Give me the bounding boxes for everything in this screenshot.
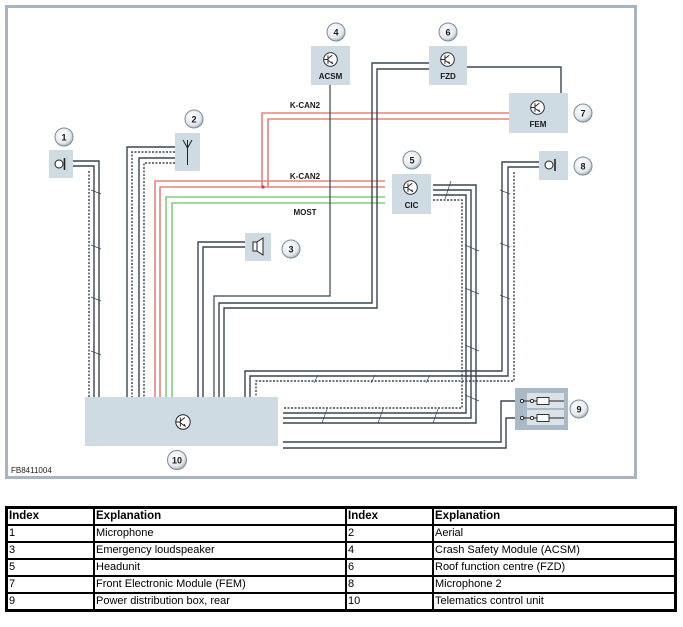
legend-table: Index Explanation Index Explanation 1 Mi… [5, 506, 677, 612]
loudspeaker-icon [252, 237, 264, 256]
cell-index: 2 [345, 524, 434, 543]
cell-index: 1 [5, 524, 95, 543]
cell-explanation: Headunit [93, 558, 347, 577]
legend-header-row: Index Explanation Index Explanation [5, 506, 677, 526]
component-fzd: FZD [429, 46, 467, 85]
badge-10: 10 [167, 450, 187, 470]
cell-explanation: Telematics control unit [432, 592, 677, 612]
figure-code: FB8411004 [11, 466, 52, 475]
svg-text:9: 9 [576, 405, 581, 415]
cell-index: 5 [5, 558, 95, 577]
twist-marks [90, 180, 511, 424]
header-index-2: Index [345, 506, 434, 526]
component-acsm: ACSM [311, 46, 350, 85]
badge-1: 1 [54, 127, 74, 147]
table-row: 3 Emergency loudspeaker 4 Crash Safety M… [5, 541, 677, 560]
most-label: MOST [293, 208, 316, 217]
header-explanation-1: Explanation [93, 506, 347, 526]
svg-text:8: 8 [580, 162, 585, 172]
badge-2: 2 [184, 109, 204, 129]
cell-index: 9 [5, 592, 95, 612]
table-row: 7 Front Electronic Module (FEM) 8 Microp… [5, 575, 677, 594]
microphone-icon [544, 159, 556, 171]
badge-8: 8 [573, 156, 593, 176]
svg-text:6: 6 [445, 28, 450, 38]
cell-explanation: Aerial [432, 524, 677, 543]
header-explanation-2: Explanation [432, 506, 677, 526]
svg-text:10: 10 [172, 456, 182, 466]
cell-index: 3 [5, 541, 95, 560]
svg-text:3: 3 [288, 245, 293, 255]
control-unit-icon [530, 100, 545, 115]
component-aerial [175, 133, 200, 171]
svg-text:2: 2 [191, 115, 196, 125]
component-loudspeaker [245, 233, 271, 261]
svg-text:4: 4 [333, 28, 338, 38]
control-unit-icon [440, 52, 455, 67]
wire-power-distribution [283, 400, 522, 449]
control-unit-icon [323, 52, 338, 67]
cic-label: CIC [405, 201, 419, 210]
component-microphone-1 [49, 150, 73, 178]
wiring-diagram: ACSM FZD FEM CIC [5, 5, 637, 479]
cell-explanation: Emergency loudspeaker [93, 541, 347, 560]
wire-aerial [126, 146, 175, 397]
fem-label: FEM [530, 120, 547, 129]
kcan2-label-upper: K-CAN2 [290, 101, 321, 110]
component-cic: CIC [392, 174, 431, 214]
cell-explanation: Crash Safety Module (ACSM) [432, 541, 677, 560]
cell-index: 10 [345, 592, 434, 612]
kcan2-bus-upper [261, 112, 510, 187]
table-row: 9 Power distribution box, rear 10 Telema… [5, 592, 677, 612]
control-unit-icon [175, 414, 191, 430]
cell-explanation: Microphone 2 [432, 575, 677, 594]
index-badges: 1 2 3 4 5 6 7 8 9 10 [54, 22, 593, 470]
svg-text:7: 7 [580, 109, 585, 119]
badge-7: 7 [573, 103, 593, 123]
kcan2-label-middle: K-CAN2 [290, 172, 321, 181]
cell-explanation: Roof function centre (FZD) [432, 558, 677, 577]
cell-index: 8 [345, 575, 434, 594]
component-microphone-2 [539, 151, 568, 180]
cell-explanation: Power distribution box, rear [93, 592, 347, 612]
cell-explanation: Microphone [93, 524, 347, 543]
cell-index: 6 [345, 558, 434, 577]
cell-index: 7 [5, 575, 95, 594]
wire-cic [283, 184, 477, 424]
table-row: 1 Microphone 2 Aerial [5, 524, 677, 543]
fzd-label: FZD [440, 72, 456, 81]
junction-dot [261, 185, 265, 189]
cell-explanation: Front Electronic Module (FEM) [93, 575, 347, 594]
badge-5: 5 [402, 150, 422, 170]
wire-loudspeaker [197, 241, 245, 397]
fuse-icon [519, 397, 564, 422]
badge-6: 6 [438, 22, 458, 42]
cell-index: 4 [345, 541, 434, 560]
wire-microphone-1 [73, 160, 100, 397]
badge-3: 3 [281, 239, 301, 259]
header-index-1: Index [5, 506, 95, 526]
acsm-label: ACSM [319, 72, 343, 81]
wire-fzd [218, 62, 562, 397]
microphone-icon [54, 158, 66, 170]
svg-text:5: 5 [409, 156, 414, 166]
most-bus [165, 196, 385, 397]
component-power-distribution-box [515, 388, 568, 430]
svg-text:1: 1 [61, 133, 66, 143]
aerial-icon [182, 139, 193, 165]
table-row: 5 Headunit 6 Roof function centre (FZD) [5, 558, 677, 577]
component-fem: FEM [509, 93, 568, 133]
badge-9: 9 [569, 399, 589, 419]
badge-4: 4 [326, 22, 346, 42]
component-telematics-control-unit [85, 397, 278, 446]
wire-microphone-2 [244, 161, 539, 397]
wire-acsm [213, 85, 331, 397]
kcan2-bus-middle [154, 180, 385, 397]
wires [73, 62, 562, 449]
control-unit-icon [403, 180, 418, 195]
